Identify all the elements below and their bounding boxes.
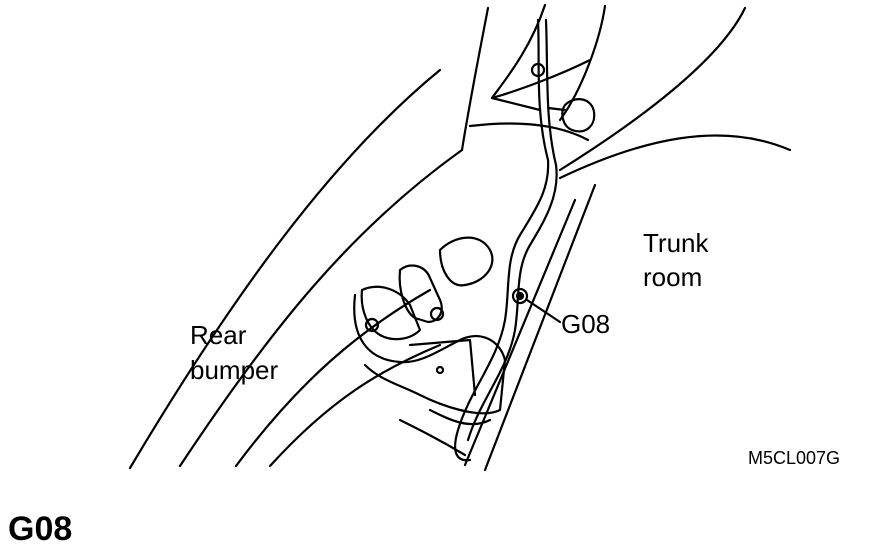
wire-harness-2 [466, 18, 558, 442]
connector-lead [546, 106, 567, 112]
trunk-lid-line-2 [558, 6, 747, 172]
trunk-lid-line-1 [558, 4, 607, 122]
socket [398, 264, 443, 324]
trunk-room-label-line1: Trunk [643, 228, 709, 258]
figure-code: M5CL007G [748, 448, 841, 468]
trunk-floor-edge-2 [463, 198, 577, 467]
socket-bolt [429, 306, 445, 322]
pillar-line-1 [460, 6, 490, 152]
bracket [360, 285, 422, 341]
page-heading: G08 [8, 510, 73, 548]
lower-line-2 [428, 408, 492, 426]
panel-edge [408, 338, 477, 397]
ground-bolt [511, 287, 529, 305]
ground-bolt-center [515, 291, 525, 301]
bumper-line-2 [178, 148, 464, 468]
pillar-line-3 [490, 58, 592, 100]
trunk-lid-line-3 [558, 134, 792, 180]
rear-bumper-label-line2: bumper [190, 355, 279, 385]
bracket-bolt [364, 317, 380, 333]
bumper-line-4 [268, 343, 442, 468]
wire-clip [530, 62, 546, 78]
bumper-outer-line [128, 68, 442, 470]
trunk-floor-edge [483, 183, 597, 472]
trunk-room-label-line2: room [643, 262, 703, 292]
bulb-holder [438, 236, 494, 287]
g08-leader-line [525, 298, 562, 324]
wire-harness [454, 18, 550, 462]
opening-edge [468, 122, 590, 142]
connector-top [561, 98, 596, 133]
panel-hole [435, 365, 445, 375]
lower-line-1 [398, 418, 467, 457]
rear-bumper-label-line1: Rear [190, 320, 247, 350]
ground-point-label: G08 [561, 309, 611, 339]
bumper-line-3 [234, 288, 432, 468]
lamp-housing [353, 293, 507, 415]
